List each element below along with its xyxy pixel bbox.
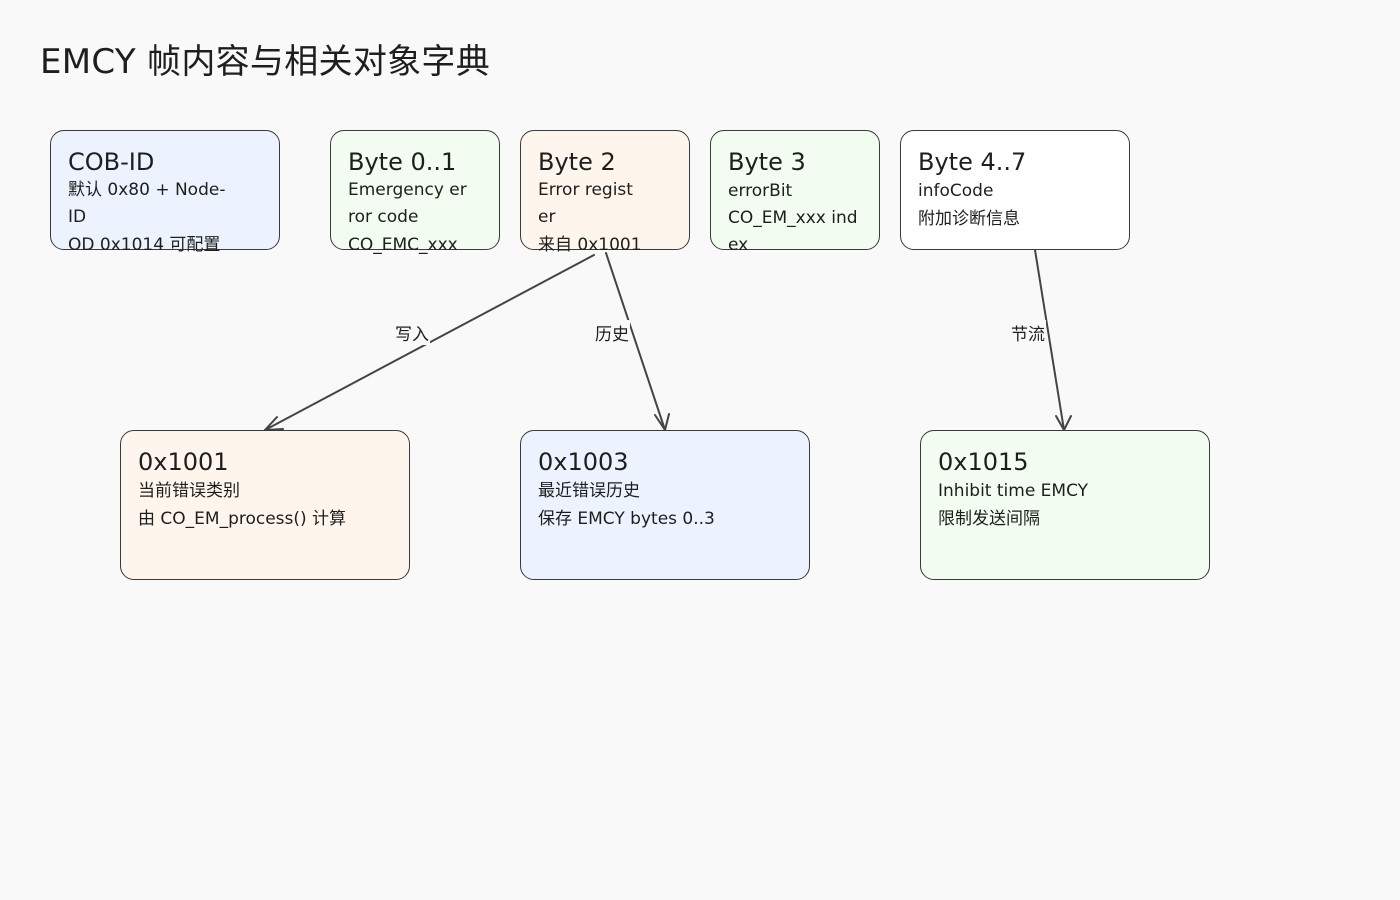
field-line: 默认 0x80 + Node-ID	[68, 180, 226, 227]
arrowhead-0x1003	[654, 413, 670, 431]
object-line: Inhibit time EMCY	[938, 481, 1089, 501]
arrowhead-0x1001	[264, 416, 284, 431]
field-title: COB-ID	[68, 148, 155, 176]
field-line: errorBit	[728, 181, 793, 201]
field-line: OD 0x1014 可配置	[68, 235, 221, 255]
edge-label-throttle: 节流	[1010, 320, 1046, 345]
field-line: CO_EM_xxx index	[728, 208, 858, 255]
object-line: 限制发送间隔	[938, 509, 1040, 529]
field-line: CO_EMC_xxx	[348, 235, 458, 255]
field-line: 附加诊断信息	[918, 209, 1020, 229]
object-title: 0x1001	[138, 448, 229, 476]
object-0x1003: 0x1003 最近错误历史 保存 EMCY bytes 0..3	[520, 430, 810, 580]
object-0x1001: 0x1001 当前错误类别 由 CO_EM_process() 计算	[120, 430, 410, 580]
object-title: 0x1015	[938, 448, 1029, 476]
field-line: infoCode	[918, 181, 994, 201]
field-title: Byte 2	[538, 148, 616, 176]
field-line: Emergency error code	[348, 180, 467, 227]
object-line: 最近错误历史	[538, 481, 640, 501]
frame-field-byte4-7: Byte 4..7 infoCode 附加诊断信息	[900, 130, 1130, 250]
arrowhead-0x1015	[1055, 415, 1072, 431]
edge-byte47-to-0x1015	[1034, 249, 1065, 431]
field-title: Byte 3	[728, 148, 806, 176]
frame-field-byte0-1: Byte 0..1 Emergency error code CO_EMC_xx…	[330, 130, 500, 255]
edge-label-write: 写入	[394, 320, 430, 345]
object-line: 当前错误类别	[138, 481, 240, 501]
frame-field-cob-id: COB-ID 默认 0x80 + Node-ID OD 0x1014 可配置	[50, 130, 280, 255]
edge-byte2-to-0x1003	[605, 252, 666, 431]
frame-field-byte3: Byte 3 errorBit CO_EM_xxx index	[710, 130, 880, 255]
field-line: Error register	[538, 180, 633, 227]
object-line: 保存 EMCY bytes 0..3	[538, 509, 715, 529]
field-title: Byte 4..7	[918, 148, 1027, 176]
field-title: Byte 0..1	[348, 148, 457, 176]
field-line: 来自 0x1001	[538, 235, 642, 255]
frame-field-byte2: Byte 2 Error register 来自 0x1001	[520, 130, 690, 255]
object-0x1015: 0x1015 Inhibit time EMCY 限制发送间隔	[920, 430, 1210, 580]
object-title: 0x1003	[538, 448, 629, 476]
diagram-title: EMCY 帧内容与相关对象字典	[40, 42, 491, 82]
object-line: 由 CO_EM_process() 计算	[138, 509, 347, 529]
edge-label-history: 历史	[594, 320, 630, 345]
